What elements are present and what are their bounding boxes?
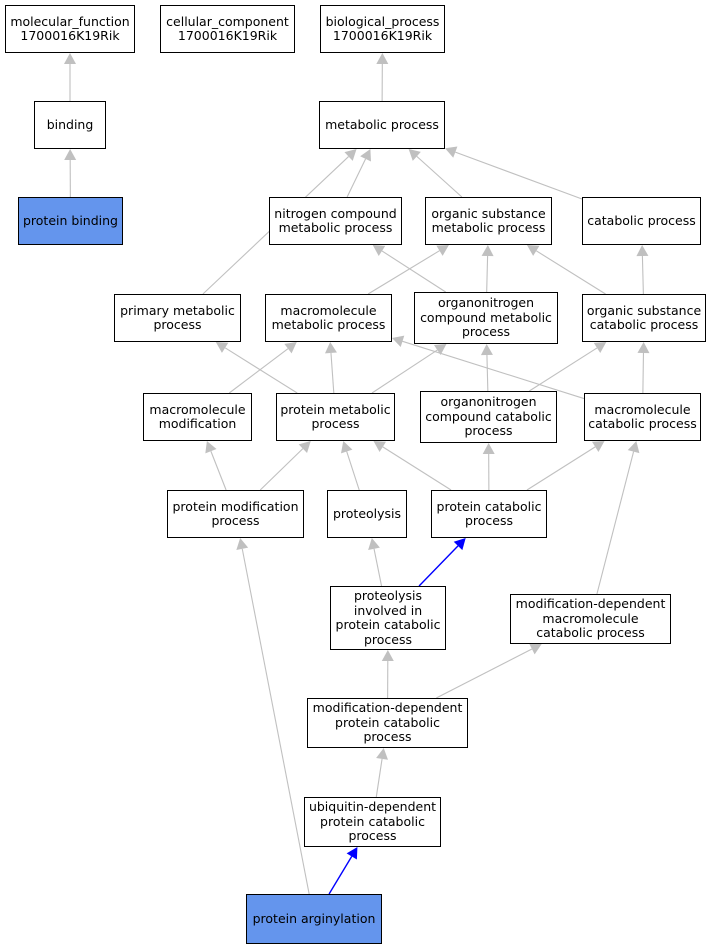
edge-catabolic-to-metabolic bbox=[445, 146, 583, 200]
edge-moddepprot-to-moddepmacro bbox=[436, 643, 542, 699]
edge-protmod-to-macromod bbox=[205, 441, 227, 491]
node-moddepprot[interactable]: modification-dependent protein catabolic… bbox=[307, 698, 468, 748]
edge-proteolysiscat-to-protcat bbox=[418, 538, 466, 587]
node-protcat[interactable]: protein catabolic process bbox=[431, 490, 547, 538]
node-label: primary metabolic process bbox=[120, 302, 235, 332]
node-label: organonitrogen compound catabolic proces… bbox=[425, 394, 552, 439]
node-label: protein arginylation bbox=[252, 910, 376, 926]
edge-moddepprot-to-proteolysiscat bbox=[381, 650, 394, 699]
node-label: proteolysis bbox=[332, 505, 402, 521]
node-label: protein catabolic process bbox=[436, 498, 542, 528]
node-primary[interactable]: primary metabolic process bbox=[114, 294, 241, 342]
node-metabolic[interactable]: metabolic process bbox=[319, 101, 445, 149]
node-label: protein binding bbox=[22, 212, 118, 228]
node-label: modification-dependent protein catabolic… bbox=[312, 700, 463, 745]
edge-protcat-to-orgnitrocat bbox=[482, 443, 495, 491]
node-nitrogen[interactable]: nitrogen compound metabolic process bbox=[269, 197, 402, 245]
node-label: molecular_function 1700016K19Rik bbox=[10, 13, 130, 43]
edge-protmod-to-protmet bbox=[259, 441, 311, 491]
edge-protbinding-to-binding bbox=[64, 149, 77, 198]
node-proteolysiscat[interactable]: proteolysis involved in protein cataboli… bbox=[330, 586, 446, 650]
node-label: proteolysis involved in protein cataboli… bbox=[335, 588, 441, 647]
edge-protcat-to-protmet bbox=[373, 441, 452, 491]
edge-arginylation-to-protmod bbox=[236, 538, 310, 895]
edge-arginylation-to-ubiq bbox=[328, 847, 358, 895]
edge-proteolysiscat-to-proteolysis bbox=[368, 538, 383, 587]
node-label: cellular_component 1700016K19Rik bbox=[166, 13, 289, 43]
edge-orgnitrocat-to-orgnitro bbox=[480, 344, 493, 392]
edge-metabolic-to-bp bbox=[376, 53, 389, 102]
edge-nitrogen-to-metabolic bbox=[346, 149, 371, 198]
node-macrocat[interactable]: macromolecule catabolic process bbox=[584, 393, 701, 441]
node-label: modification-dependent macromolecule cat… bbox=[515, 596, 666, 641]
node-label: catabolic process bbox=[587, 212, 696, 228]
edge-protmet-to-primary bbox=[215, 342, 298, 394]
edge-orgsubcat-to-orgsub bbox=[526, 245, 606, 295]
node-macromet[interactable]: macromolecule metabolic process bbox=[265, 294, 392, 342]
node-label: organic substance metabolic process bbox=[431, 205, 546, 235]
edge-orgsub-to-metabolic bbox=[408, 149, 463, 198]
edge-ubiq-to-moddepprot bbox=[375, 748, 388, 798]
node-label: organic substance catabolic process bbox=[586, 302, 702, 332]
node-proteolysis[interactable]: proteolysis bbox=[327, 490, 407, 538]
edge-proteolysis-to-protmet bbox=[340, 441, 360, 491]
edge-protmet-to-orgnitro bbox=[371, 344, 447, 394]
edge-orgsubcat-to-catabolic bbox=[636, 245, 649, 295]
node-label: protein metabolic process bbox=[280, 401, 391, 431]
node-macromod[interactable]: macromolecule modification bbox=[143, 393, 252, 441]
node-orgnitrocat[interactable]: organonitrogen compound catabolic proces… bbox=[420, 391, 557, 443]
edge-macrocat-to-orgsubcat bbox=[637, 342, 650, 394]
node-label: metabolic process bbox=[325, 116, 439, 132]
edge-moddepmacro-to-macrocat bbox=[596, 441, 640, 595]
edge-macromet-to-orgsub bbox=[367, 245, 449, 295]
edge-orgnitro-to-orgsub bbox=[481, 245, 494, 293]
node-orgnitro[interactable]: organonitrogen compound metabolic proces… bbox=[414, 292, 558, 344]
node-protmod[interactable]: protein modification process bbox=[167, 490, 304, 538]
edge-protcat-to-macrocat bbox=[526, 441, 605, 491]
edge-orgnitrocat-to-orgsubcat bbox=[529, 342, 607, 392]
edge-protmet-to-macromet bbox=[324, 342, 337, 394]
node-label: ubiquitin-dependent protein catabolic pr… bbox=[308, 799, 437, 844]
node-label: macromolecule modification bbox=[149, 401, 246, 431]
node-label: macromolecule metabolic process bbox=[271, 302, 386, 332]
node-orgsub[interactable]: organic substance metabolic process bbox=[425, 197, 552, 245]
edge-macrocat-to-macromet bbox=[392, 335, 585, 400]
node-label: binding bbox=[46, 116, 94, 132]
edge-orgnitro-to-nitrogen bbox=[372, 245, 446, 293]
node-mf[interactable]: molecular_function 1700016K19Rik bbox=[5, 5, 135, 53]
edge-macromod-to-macromet bbox=[228, 342, 297, 394]
node-label: protein modification process bbox=[172, 498, 299, 528]
node-ubiq[interactable]: ubiquitin-dependent protein catabolic pr… bbox=[304, 797, 441, 847]
node-protbinding[interactable]: protein binding bbox=[18, 197, 123, 245]
node-arginylation[interactable]: protein arginylation bbox=[246, 894, 382, 944]
node-moddepmacro[interactable]: modification-dependent macromolecule cat… bbox=[510, 594, 671, 644]
node-catabolic[interactable]: catabolic process bbox=[582, 197, 701, 245]
node-bp[interactable]: biological_process 1700016K19Rik bbox=[320, 5, 445, 53]
node-label: macromolecule catabolic process bbox=[588, 401, 697, 431]
node-label: biological_process 1700016K19Rik bbox=[325, 13, 440, 43]
node-label: organonitrogen compound metabolic proces… bbox=[420, 295, 552, 340]
node-orgsubcat[interactable]: organic substance catabolic process bbox=[582, 294, 706, 342]
node-protmet[interactable]: protein metabolic process bbox=[276, 393, 395, 441]
node-label: nitrogen compound metabolic process bbox=[274, 205, 397, 235]
edge-binding-to-mf bbox=[64, 53, 76, 101]
node-cc[interactable]: cellular_component 1700016K19Rik bbox=[160, 5, 295, 53]
node-binding[interactable]: binding bbox=[34, 101, 106, 149]
